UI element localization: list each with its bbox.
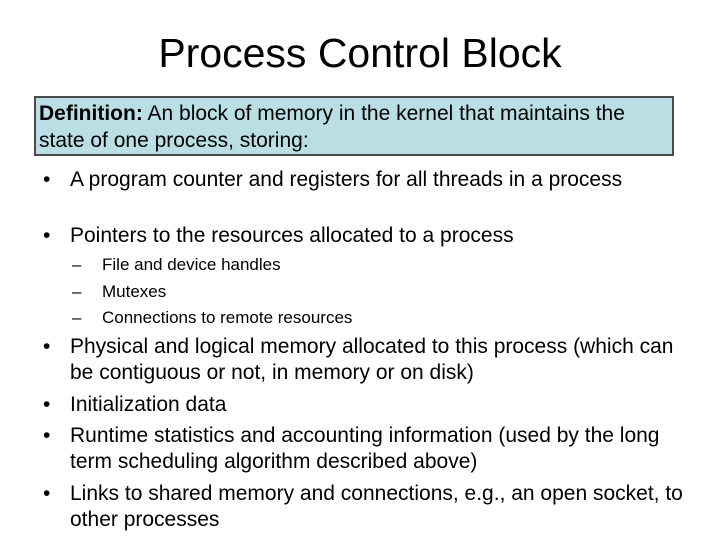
- bullet-marker: •: [43, 424, 51, 447]
- dash-marker: –: [72, 255, 82, 274]
- dash-marker: –: [72, 308, 82, 327]
- bullet-marker: •: [43, 224, 51, 247]
- bullet-item: • Links to shared memory and connections…: [43, 481, 700, 533]
- sub-bullet-text: File and device handles: [102, 255, 281, 274]
- bullet-text: Pointers to the resources allocated to a…: [70, 224, 514, 247]
- bullet-text: Runtime statistics and accounting inform…: [70, 424, 660, 473]
- bullet-marker: •: [43, 393, 51, 416]
- bullet-item: • Runtime statistics and accounting info…: [43, 423, 700, 475]
- sub-bullet-item: – Mutexes: [72, 281, 702, 303]
- sub-bullet-text: Mutexes: [102, 282, 167, 301]
- bullet-marker: •: [43, 482, 51, 505]
- bullet-text: A program counter and registers for all …: [70, 168, 623, 191]
- bullet-text: Initialization data: [70, 393, 227, 416]
- bullet-item: • Initialization data: [43, 392, 700, 418]
- bullet-item: • Pointers to the resources allocated to…: [43, 223, 700, 249]
- sub-bullet-item: – File and device handles: [72, 254, 702, 276]
- bullet-item: • A program counter and registers for al…: [43, 167, 700, 193]
- sub-bullet-item: – Connections to remote resources: [72, 307, 702, 329]
- definition-label: Definition:: [39, 102, 143, 125]
- bullet-marker: •: [43, 335, 51, 358]
- bullet-text: Links to shared memory and connections, …: [70, 482, 683, 531]
- dash-marker: –: [72, 282, 82, 301]
- definition-box: Definition: An block of memory in the ke…: [34, 96, 674, 156]
- bullet-text: Physical and logical memory allocated to…: [70, 335, 674, 384]
- definition-text: An block of memory in the kernel that ma…: [39, 102, 625, 152]
- bullet-marker: •: [43, 168, 51, 191]
- sub-bullet-text: Connections to remote resources: [102, 308, 353, 327]
- bullet-item: • Physical and logical memory allocated …: [43, 334, 700, 386]
- slide-title: Process Control Block: [158, 30, 562, 76]
